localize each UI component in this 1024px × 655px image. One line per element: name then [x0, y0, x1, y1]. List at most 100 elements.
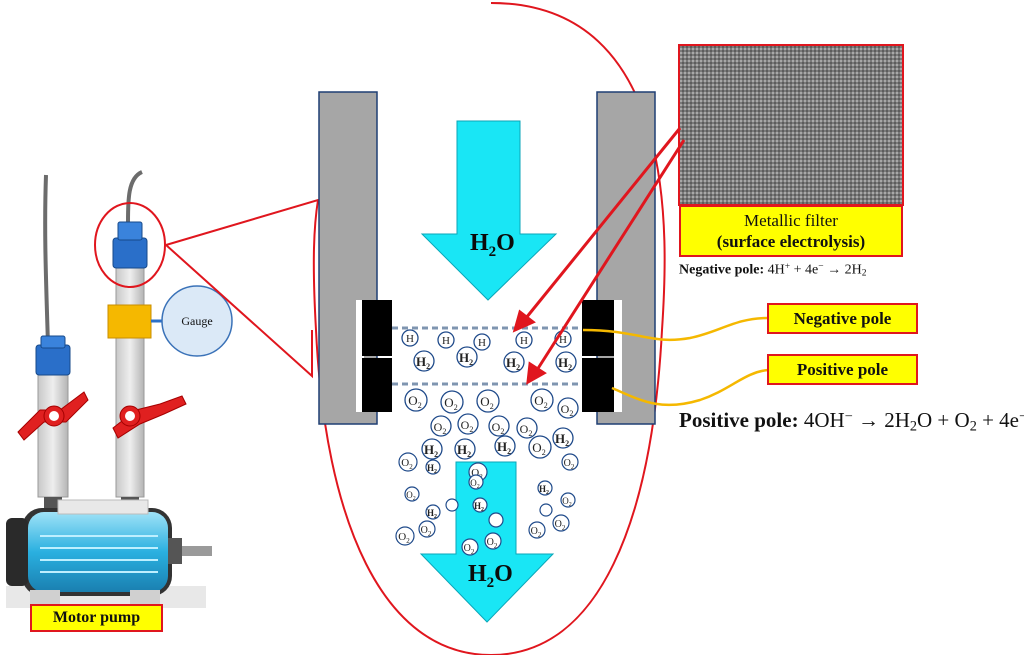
bubble-h2: H2 [454, 438, 476, 460]
o2-bubbles: O2 O2 O2 O2 O2 O2 O2 O2 O2 O2 O2 O2 O2 O… [395, 388, 579, 556]
bubble-h2: H2 [421, 438, 443, 460]
bubble-h: H [473, 333, 491, 351]
svg-text:H2: H2 [457, 442, 471, 459]
bubble-o2: O2 [528, 435, 552, 459]
bubble-o2: O2 [552, 514, 570, 532]
svg-text:O2: O2 [480, 394, 493, 411]
svg-text:H: H [559, 334, 567, 346]
svg-text:H: H [406, 333, 414, 345]
svg-text:O2: O2 [461, 418, 474, 434]
svg-text:O2: O2 [408, 393, 421, 410]
svg-text:H2: H2 [555, 431, 569, 448]
filter-caption-line2: (surface electrolysis) [716, 232, 866, 251]
wire-positive [611, 368, 769, 407]
svg-text:H2: H2 [424, 442, 438, 459]
valve-left [17, 391, 89, 441]
svg-text:H2: H2 [539, 484, 549, 496]
svg-text:H2: H2 [506, 355, 520, 372]
bubble-h2: H2 [555, 351, 577, 373]
bubble-h2: H2 [537, 480, 553, 496]
svg-text:H2: H2 [558, 355, 572, 372]
bubble-h: H [515, 331, 533, 349]
svg-text:O2: O2 [520, 422, 533, 438]
bubble-o2 [539, 503, 553, 517]
svg-text:O2: O2 [434, 420, 447, 436]
bubble-h2: H2 [472, 497, 488, 513]
gauge-dial [161, 285, 233, 357]
svg-text:H2: H2 [474, 501, 484, 513]
bubble-o2: O2 [484, 532, 502, 550]
svg-text:O2: O2 [531, 526, 542, 539]
filter-caption-line1: Metallic filter [744, 211, 838, 230]
pipe-left-cap [35, 344, 71, 376]
water-arrow-in [420, 120, 558, 301]
svg-text:H2: H2 [427, 508, 437, 520]
gauge-label: Gauge [181, 314, 212, 328]
metallic-filter-image [678, 44, 904, 206]
bubble-o2: O2 [440, 390, 464, 414]
bubble-h2: H2 [503, 351, 525, 373]
bubble-o2: O2 [404, 486, 420, 502]
svg-text:O2: O2 [564, 458, 575, 471]
svg-text:O2: O2 [401, 457, 413, 471]
svg-text:O2: O2 [562, 496, 572, 508]
bubble-h2: H2 [552, 427, 574, 449]
bubble-h: H [401, 329, 419, 347]
cable-right [126, 170, 144, 223]
water-out-label: H2O [468, 561, 513, 591]
svg-text:O2: O2 [444, 395, 457, 412]
svg-text:O2: O2 [561, 402, 574, 418]
bubble-o2: O2 [561, 453, 579, 471]
equation-negative-head: Negative pole: [679, 262, 765, 278]
bubble-o2: O2 [530, 388, 554, 412]
bubble-h2: H2 [425, 459, 441, 475]
bubble-h: H [437, 331, 455, 349]
svg-text:H: H [478, 337, 486, 349]
bubble-o2: O2 [557, 397, 579, 419]
svg-text:O2: O2 [470, 478, 480, 490]
bubble-o2: O2 [476, 389, 500, 413]
h2-bubbles: H2 H2 H2 H2 H2 H2 H2 H2 H2 H2 H2 H2 [413, 346, 577, 520]
bubble-o2: O2 [516, 417, 538, 439]
bubble-o2: O2 [418, 520, 436, 538]
bubble-o2: O2 [398, 452, 418, 472]
svg-text:O2: O2 [532, 440, 545, 457]
valve-right [112, 395, 187, 439]
svg-text:O2: O2 [464, 543, 475, 556]
positive-pole-label: Positive pole [767, 354, 918, 385]
cable-left [43, 174, 50, 346]
svg-text:H2: H2 [427, 463, 437, 475]
svg-text:O2: O2 [487, 537, 498, 550]
bubble-o2 [445, 498, 459, 512]
motor-pump [6, 499, 212, 608]
electrode-right [582, 300, 622, 412]
bubble-o2: O2 [404, 388, 428, 412]
apparatus-left [6, 170, 233, 608]
filter-pointer-arrows [512, 127, 686, 385]
svg-text:O2: O2 [555, 519, 566, 532]
bubble-o2: O2 [395, 526, 415, 546]
svg-text:O2: O2 [534, 393, 547, 410]
bubble-o2: O2 [488, 415, 510, 437]
water-in-label: H2O [470, 230, 515, 260]
h-bubbles: H H H H H [401, 329, 572, 351]
bubble-o2 [488, 512, 504, 528]
svg-text:O2: O2 [492, 420, 505, 436]
bubble-o2: O2 [468, 474, 484, 490]
bubble-o2: O2 [528, 521, 546, 539]
bubble-h2: H2 [494, 435, 516, 457]
svg-text:H2: H2 [416, 354, 430, 371]
bubble-h2: H2 [425, 504, 441, 520]
negative-pole-equation: Negative pole: 4H+ + 4e− → 2H2 [679, 262, 867, 279]
svg-text:H: H [520, 335, 528, 347]
wire-negative [582, 316, 769, 342]
bubble-h2: H2 [413, 350, 435, 372]
bubble-h2: H2 [456, 346, 478, 368]
svg-text:O2: O2 [406, 490, 416, 502]
bubble-o2: O2 [461, 538, 479, 556]
equation-positive-head: Positive pole: [679, 408, 799, 432]
svg-text:H2: H2 [459, 350, 473, 367]
metallic-filter-caption: Metallic filter (surface electrolysis) [679, 205, 903, 257]
bubble-o2: O2 [560, 492, 576, 508]
negative-pole-label: Negative pole [767, 303, 918, 334]
